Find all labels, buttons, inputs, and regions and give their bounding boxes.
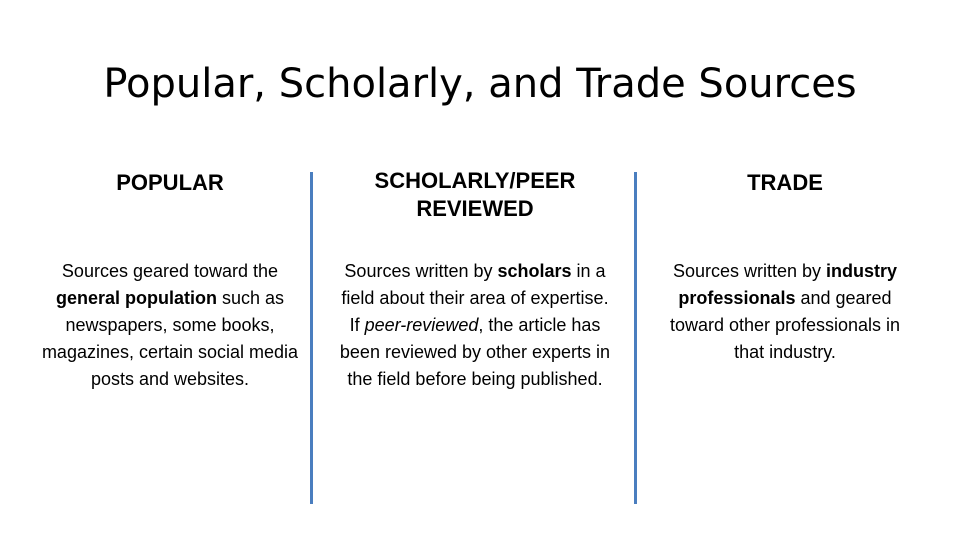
- popular-text-1: Sources geared toward the: [61, 261, 279, 281]
- popular-column: POPULAR Sources geared toward the genera…: [40, 155, 300, 393]
- trade-description: Sources written by industry professional…: [665, 258, 905, 366]
- popular-heading: POPULAR: [116, 169, 224, 195]
- scholarly-emphasis-peer-reviewed: peer-reviewed: [364, 315, 479, 335]
- popular-description: Sources geared toward the general popula…: [40, 258, 300, 393]
- scholarly-description: Sources written by scholars in a field a…: [335, 258, 615, 393]
- scholarly-column: SCHOLARLY/PEER REVIEWED Sources written …: [335, 155, 615, 393]
- trade-column: TRADE Sources written by industry profes…: [665, 155, 905, 366]
- slide-title: Popular, Scholarly, and Trade Sources: [103, 61, 857, 107]
- scholarly-text-1: Sources written by: [344, 261, 498, 281]
- scholarly-heading: SCHOLARLY/PEER REVIEWED: [374, 168, 576, 221]
- column-divider-right: [634, 172, 637, 504]
- trade-text-2: and geared toward other professionals in…: [669, 288, 901, 362]
- trade-text-1: Sources written by: [672, 261, 827, 281]
- column-divider-left: [310, 172, 313, 504]
- trade-emphasis-industry-professionals: industry professionals: [678, 261, 898, 308]
- scholarly-text-2: in a field about their area of expertise…: [341, 261, 609, 335]
- popular-emphasis-general-population: general population: [55, 288, 217, 308]
- trade-heading: TRADE: [747, 169, 823, 195]
- popular-text-2: such as newspapers, some books, magazine…: [41, 288, 299, 389]
- scholarly-emphasis-scholars: scholars: [497, 261, 572, 281]
- scholarly-text-3: , the article has been reviewed by other…: [339, 315, 611, 389]
